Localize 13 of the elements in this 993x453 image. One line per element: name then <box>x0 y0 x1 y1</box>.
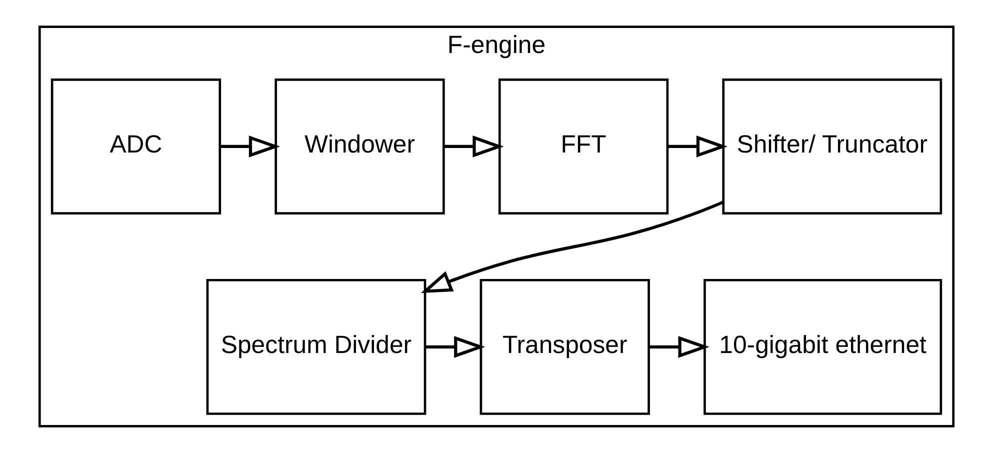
arrow <box>426 336 486 358</box>
arrow <box>420 200 724 294</box>
node-box: Shifter/ Truncator <box>722 78 942 214</box>
node-box: ADC <box>50 78 222 214</box>
node-box: Windower <box>274 78 445 214</box>
arrow <box>649 336 710 358</box>
arrow <box>444 136 504 158</box>
node-box: FFT <box>498 78 669 214</box>
arrow <box>220 136 280 158</box>
arrow <box>668 136 728 158</box>
node-box: Spectrum Divider <box>206 278 426 415</box>
node-box: 10-gigabit ethernet <box>704 278 942 415</box>
node-box: Transposer <box>480 278 650 415</box>
